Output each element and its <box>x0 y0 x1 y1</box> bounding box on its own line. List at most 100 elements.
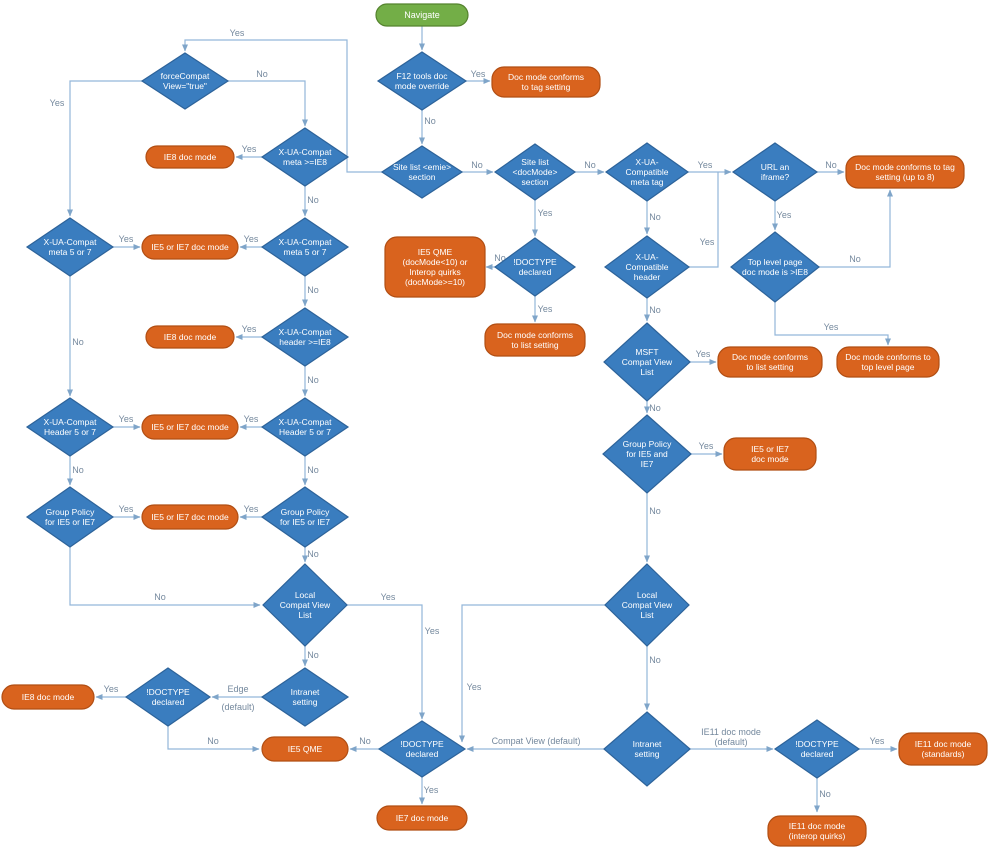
edge-label: No <box>649 403 661 413</box>
edge-label: Yes <box>471 69 486 79</box>
edge-label: Yes <box>699 441 714 451</box>
edge-iframe-yes: Yes <box>772 201 792 231</box>
edge-label: Yes <box>696 349 711 359</box>
edge-line <box>167 726 260 752</box>
edge-label: Yes <box>50 98 65 108</box>
decision-shape <box>603 235 691 299</box>
node-label: IE5 or IE7 doc mode <box>151 512 229 522</box>
edge-label: Yes <box>698 160 713 170</box>
edge-intranet-left-edge-default: Edge (default) <box>211 684 262 712</box>
result-shape <box>484 323 586 357</box>
result-shape <box>898 732 988 766</box>
edge-label: No <box>72 337 84 347</box>
edge-header-ge8-no: No <box>302 366 319 397</box>
edge-label: No <box>649 655 661 665</box>
node-result-ie5-ie7-4: IE5 or IE7 doc mode <box>141 504 239 530</box>
decision-shape <box>604 142 690 202</box>
edge-f12-yes: Yes <box>466 69 491 84</box>
edge-line <box>69 547 261 608</box>
edge-cvl-right-yes: Yes <box>459 604 605 743</box>
node-label: IE7 doc mode <box>396 813 449 823</box>
edge-meta-ge8-yes: Yes <box>235 144 262 160</box>
edge-line <box>459 604 605 743</box>
result-shape <box>145 145 235 169</box>
edge-meta-tag-no: No <box>644 201 661 235</box>
edge-label: No <box>825 160 837 170</box>
result-shape <box>491 66 601 98</box>
edge-line <box>67 80 142 217</box>
decision-shape <box>260 486 350 548</box>
edge-header-ge8-yes: Yes <box>235 324 262 340</box>
edge-force-compat-yes: Yes <box>50 80 142 217</box>
decision-shape <box>493 143 577 201</box>
edge-doctype-mid-no: No <box>349 736 379 752</box>
edge-label: (default) <box>221 702 254 712</box>
result-shape <box>717 346 823 378</box>
edge-doctype-left-no: No <box>167 726 260 752</box>
decision-shape <box>602 414 692 494</box>
result-shape <box>141 414 239 440</box>
node-result-ie8-3: IE8 doc mode <box>1 684 95 710</box>
node-navigate: Navigate <box>375 3 469 27</box>
result-shape <box>1 684 95 710</box>
decision-shape <box>380 145 464 199</box>
node-label: IE5 or IE7 doc mode <box>151 422 229 432</box>
edge-label: No <box>72 465 84 475</box>
edge-iframe-no: No <box>817 160 845 175</box>
decision-shape <box>140 52 230 110</box>
edge-f12-no: No <box>419 110 436 145</box>
edge-label: No <box>359 736 371 746</box>
edge-label: Yes <box>381 592 396 602</box>
decision-shape <box>25 486 115 548</box>
decision-shape <box>604 563 690 647</box>
edge-label: Yes <box>777 210 792 220</box>
edge-top-level-yes: Yes <box>774 302 891 346</box>
edge-label: Yes <box>467 682 482 692</box>
edge-label: No <box>819 789 831 799</box>
result-shape <box>376 805 468 831</box>
decision-shape <box>260 667 350 727</box>
edge-label: No <box>649 506 661 516</box>
decision-shape <box>493 237 577 297</box>
node-result-ie5-ie7-1: IE5 or IE7 doc mode <box>141 234 239 260</box>
edge-label: No <box>471 160 483 170</box>
edge-meta-tag-yes: Yes <box>688 160 732 175</box>
edge-label: No <box>307 650 319 660</box>
edge-top-level-no: No <box>819 189 893 268</box>
edge-label: Edge <box>227 684 248 694</box>
edge-label: Yes <box>119 414 134 424</box>
edge-line <box>182 39 382 173</box>
edge-label: No <box>649 305 661 315</box>
edge-doctype-list-yes: Yes <box>532 296 553 323</box>
edge-label: No <box>207 736 219 746</box>
edge-line <box>689 172 719 268</box>
edge-label: Yes <box>244 504 259 514</box>
